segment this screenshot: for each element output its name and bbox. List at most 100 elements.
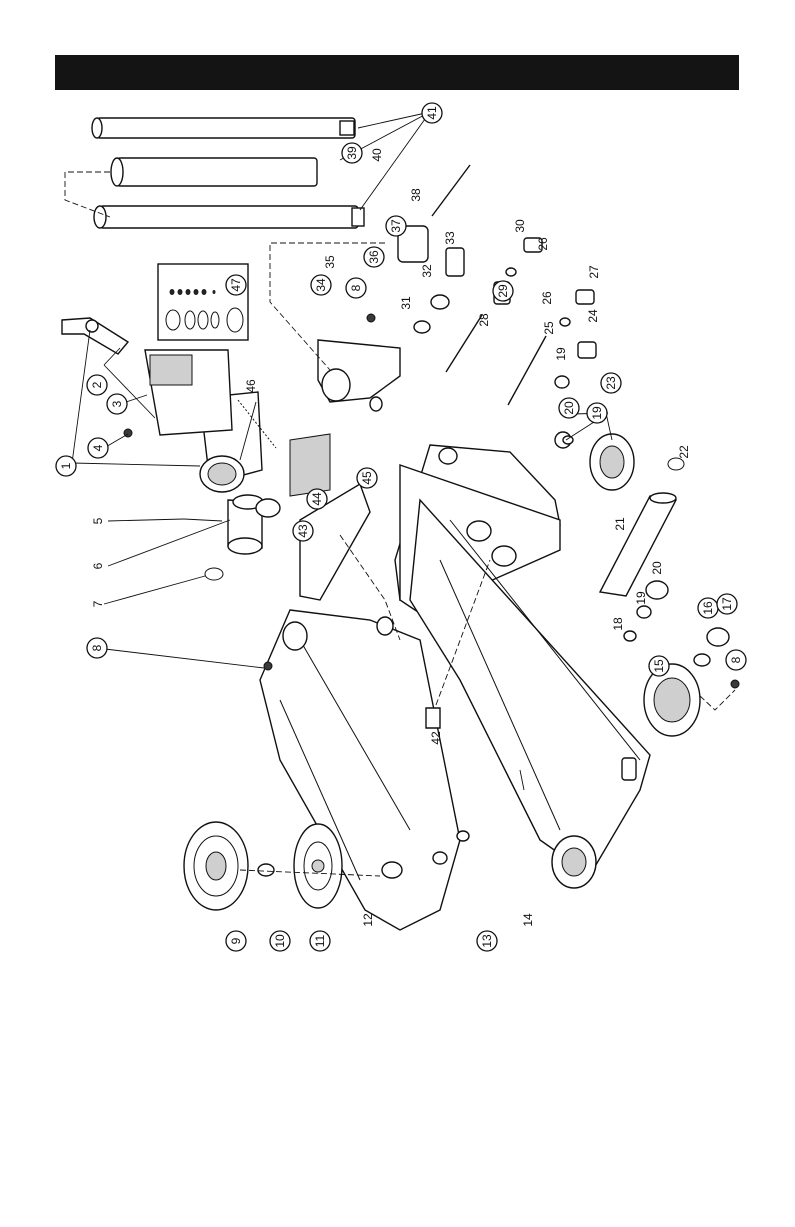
part-label-21: 21 bbox=[613, 517, 627, 531]
part-label-35: 35 bbox=[323, 255, 337, 269]
saddle-bolt bbox=[258, 864, 274, 876]
part-number: 2 bbox=[90, 381, 104, 388]
part-label-29: 29 bbox=[493, 281, 513, 301]
part-label-14: 14 bbox=[521, 913, 535, 927]
part-label-32: 32 bbox=[420, 264, 434, 278]
part-label-34: 34 bbox=[311, 275, 331, 295]
ram-cylinder bbox=[184, 495, 280, 580]
part-label-24: 24 bbox=[586, 309, 600, 323]
nut-8-lower bbox=[264, 662, 272, 670]
part-label-16: 16 bbox=[698, 598, 718, 618]
release-valve bbox=[62, 318, 128, 354]
retaining-ring bbox=[457, 831, 469, 841]
rear-caster bbox=[555, 432, 634, 490]
part-label-8a: 8 bbox=[87, 638, 107, 658]
part-number: 8 bbox=[729, 656, 743, 663]
part-label-11: 11 bbox=[310, 931, 330, 951]
part-label-42: 42 bbox=[429, 731, 443, 745]
part-number: 33 bbox=[443, 231, 457, 245]
part-label-9: 9 bbox=[226, 931, 246, 951]
saddle-base bbox=[294, 824, 342, 908]
part-number: 36 bbox=[367, 250, 381, 264]
part-label-27: 27 bbox=[587, 265, 601, 279]
part-label-2: 2 bbox=[87, 375, 107, 395]
part-label-19c: 19 bbox=[554, 347, 568, 361]
part-label-22: 22 bbox=[677, 445, 691, 459]
part-label-26b: 26 bbox=[540, 291, 554, 305]
part-number: 11 bbox=[313, 934, 327, 947]
nut-8-upper bbox=[367, 314, 375, 322]
part-number: 24 bbox=[586, 309, 600, 323]
part-number: 19 bbox=[554, 347, 568, 361]
part-number: 27 bbox=[587, 265, 601, 279]
part-label-18: 18 bbox=[611, 617, 625, 631]
part-label-36: 36 bbox=[364, 247, 384, 267]
part-label-5: 5 bbox=[91, 517, 105, 524]
part-number: 47 bbox=[229, 278, 243, 292]
part-label-41: 41 bbox=[422, 103, 442, 123]
part-label-8b: 8 bbox=[346, 278, 366, 298]
part-label-38: 38 bbox=[409, 188, 423, 202]
part-number: 32 bbox=[420, 264, 434, 278]
part-number: 42 bbox=[429, 731, 443, 745]
part-label-37: 37 bbox=[386, 216, 406, 236]
part-label-45: 45 bbox=[357, 468, 377, 488]
part-number: 31 bbox=[399, 296, 413, 310]
part-number: 19 bbox=[590, 406, 604, 420]
part-number: 29 bbox=[496, 284, 510, 298]
part-number: 40 bbox=[370, 148, 384, 162]
part-label-26a: 26 bbox=[536, 237, 550, 251]
part-number: 43 bbox=[296, 524, 310, 538]
part-label-47: 47 bbox=[226, 275, 246, 295]
part-number: 20 bbox=[562, 401, 576, 415]
part-number: 39 bbox=[345, 146, 359, 160]
handle-tube-upper bbox=[92, 118, 355, 138]
part-number: 45 bbox=[360, 471, 374, 485]
part-label-19b: 19 bbox=[587, 403, 607, 423]
part-label-12: 12 bbox=[361, 913, 375, 927]
part-label-13: 13 bbox=[477, 931, 497, 951]
part-number: 14 bbox=[521, 913, 535, 927]
part-label-10: 10 bbox=[270, 931, 290, 951]
part-number: 5 bbox=[91, 517, 105, 524]
part-label-30: 30 bbox=[513, 219, 527, 233]
part-label-39: 39 bbox=[342, 143, 362, 163]
pump-unit bbox=[124, 350, 262, 492]
part-number: 25 bbox=[542, 321, 556, 335]
part-number: 19 bbox=[634, 591, 648, 605]
part-number: 7 bbox=[91, 600, 105, 607]
part-label-3: 3 bbox=[107, 394, 127, 414]
part-label-44: 44 bbox=[307, 489, 327, 509]
part-label-17: 17 bbox=[717, 594, 737, 614]
lift-arm bbox=[260, 610, 460, 930]
handle-tube-lower bbox=[94, 206, 364, 228]
part-label-4: 4 bbox=[88, 438, 108, 458]
part-label-33: 33 bbox=[443, 231, 457, 245]
part-number: 8 bbox=[90, 644, 104, 651]
part-number: 30 bbox=[513, 219, 527, 233]
part-label-28: 28 bbox=[477, 313, 491, 327]
part-number: 23 bbox=[604, 376, 618, 390]
saddle-pad bbox=[184, 822, 248, 910]
part-number: 15 bbox=[652, 659, 666, 673]
part-label-8c: 8 bbox=[726, 650, 746, 670]
part-label-46: 46 bbox=[244, 379, 258, 393]
part-label-40: 40 bbox=[370, 148, 384, 162]
part-number: 3 bbox=[110, 400, 124, 407]
part-number: 35 bbox=[323, 255, 337, 269]
part-number: 26 bbox=[540, 291, 554, 305]
part-number: 10 bbox=[273, 934, 287, 948]
arm-pin-bracket bbox=[377, 617, 393, 635]
part-number: 46 bbox=[244, 379, 258, 393]
part-number: 28 bbox=[477, 313, 491, 327]
part-number: 1 bbox=[59, 462, 73, 469]
part-number: 13 bbox=[480, 934, 494, 948]
lift-arm-bracket bbox=[318, 340, 400, 411]
handle-tube-middle bbox=[111, 158, 317, 186]
part-label-1: 1 bbox=[56, 456, 76, 476]
part-label-6: 6 bbox=[91, 562, 105, 569]
part-number: 26 bbox=[536, 237, 550, 251]
part-number: 38 bbox=[409, 188, 423, 202]
